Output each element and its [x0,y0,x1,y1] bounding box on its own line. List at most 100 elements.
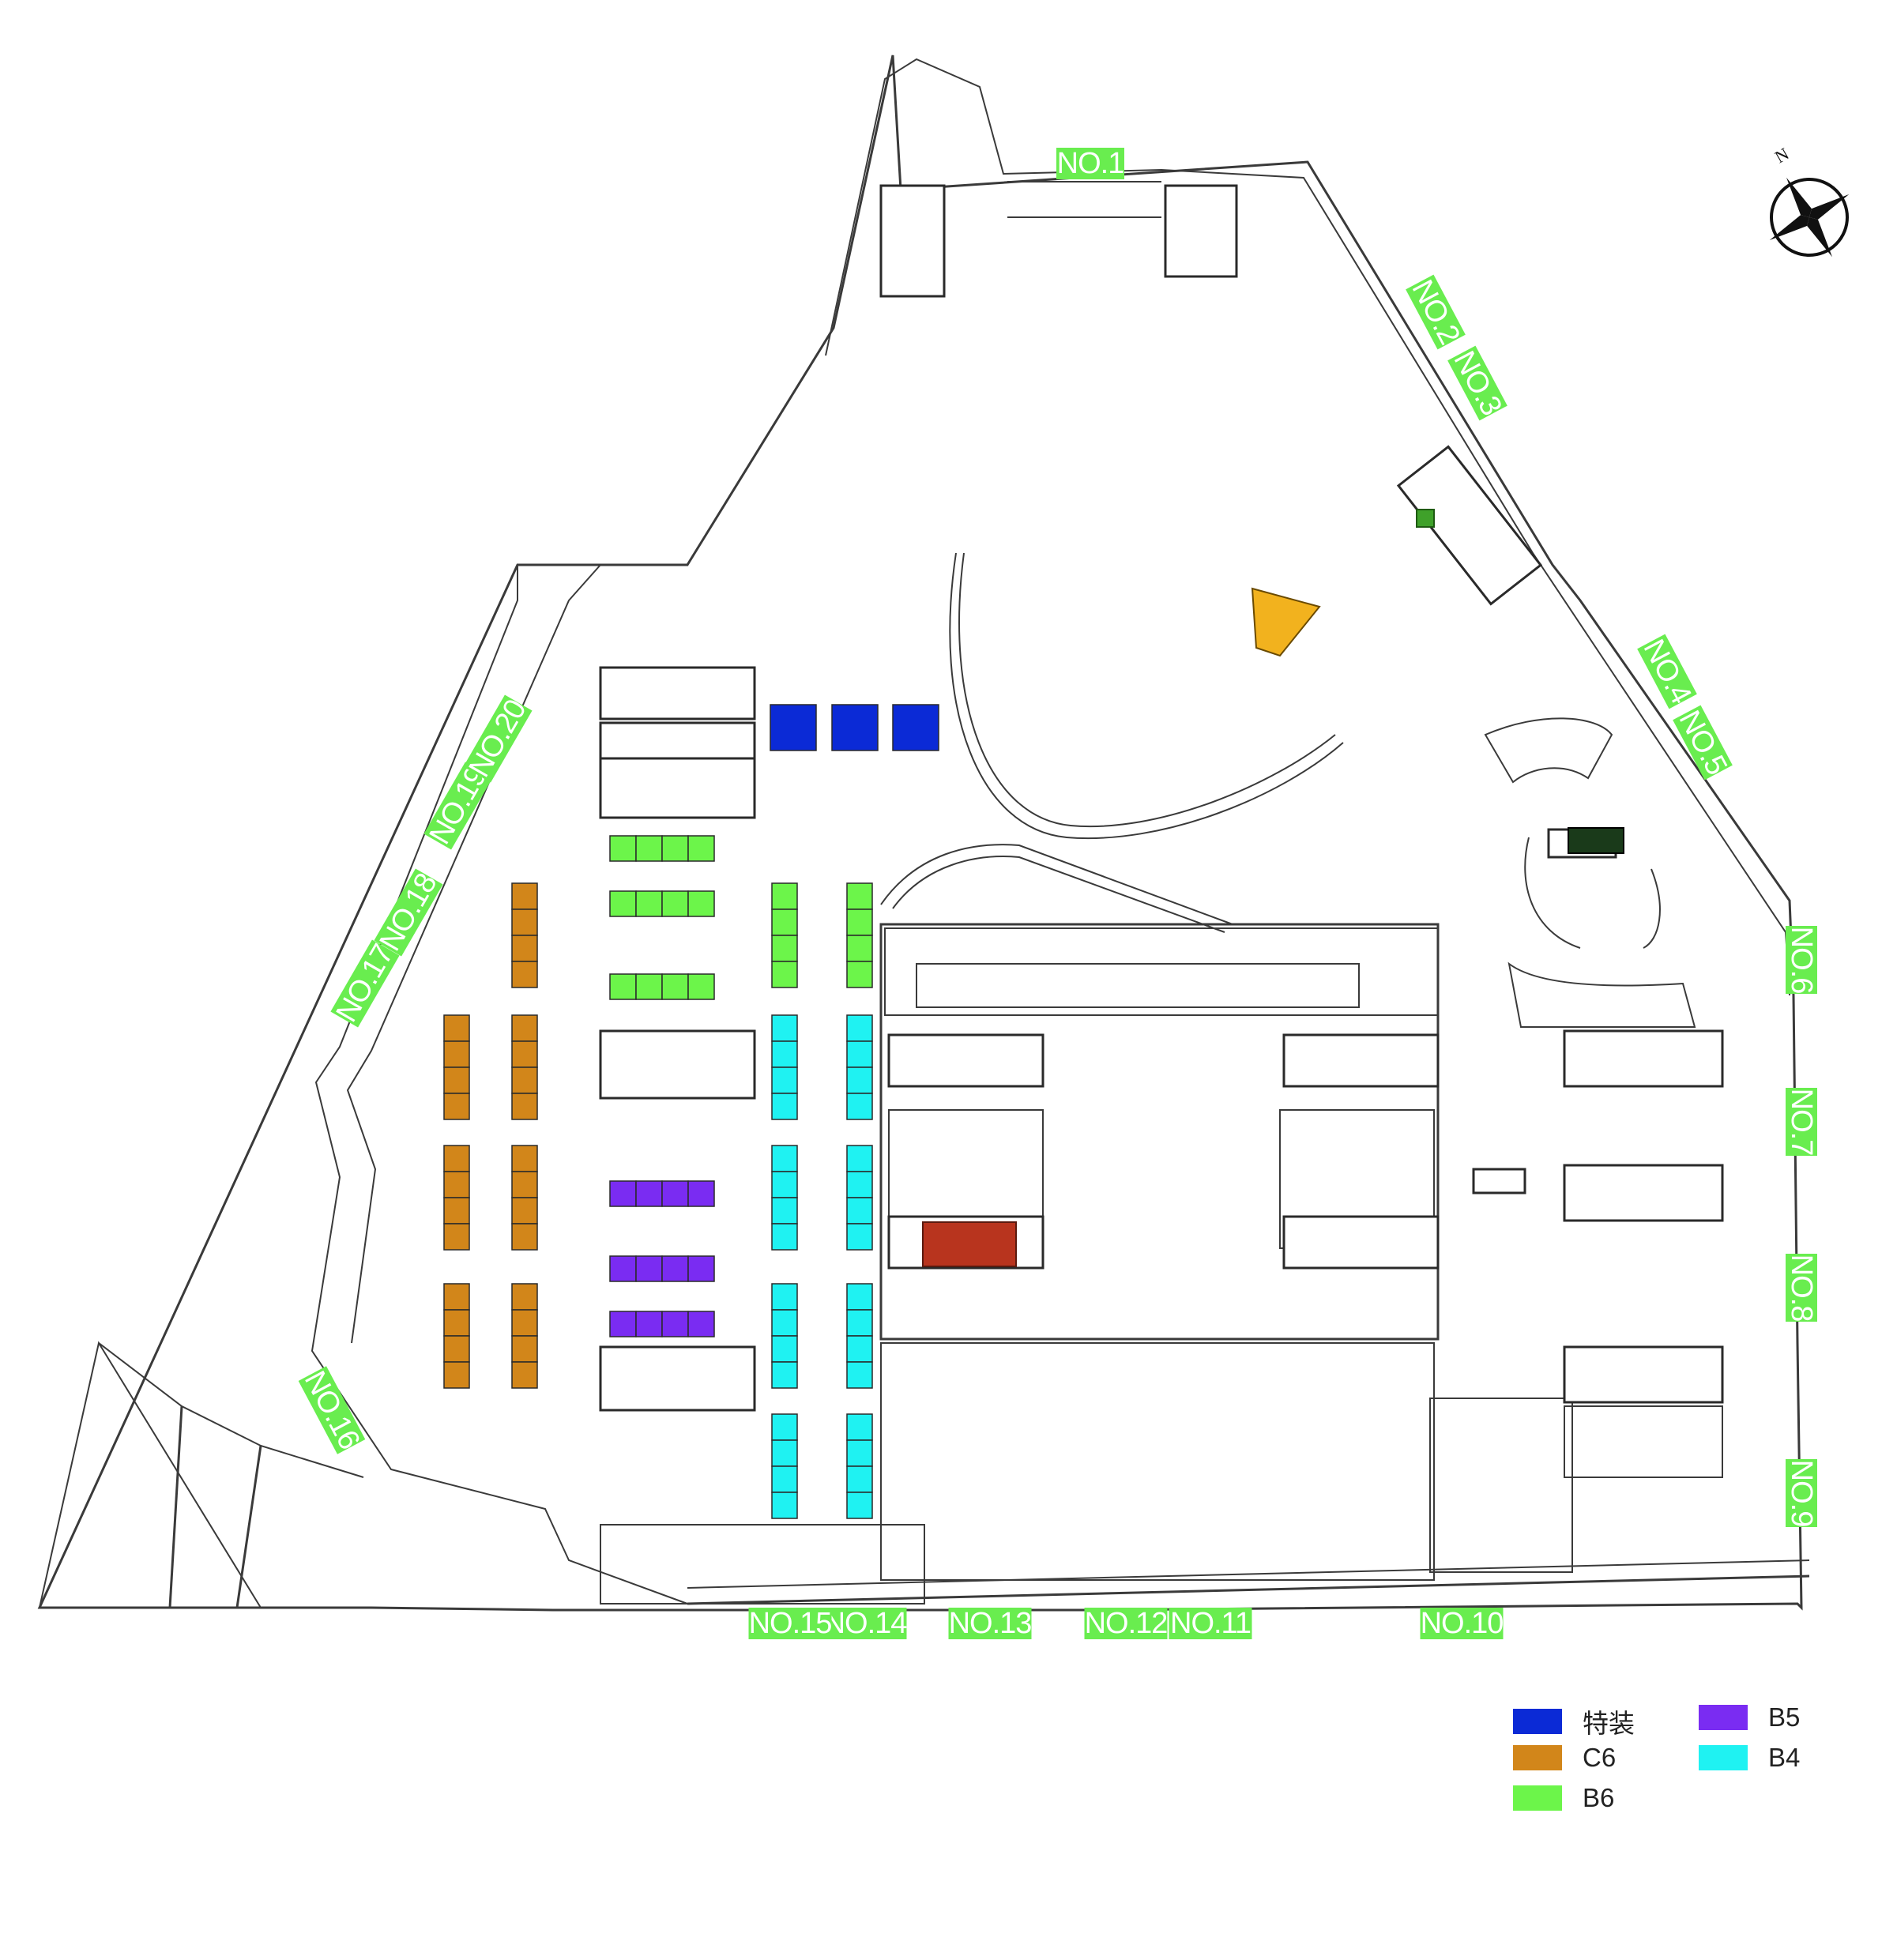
booth-b4-83[interactable] [771,1361,798,1389]
booth-b4-87[interactable] [846,1361,873,1389]
booth-b5-56[interactable] [609,1255,637,1282]
booth-b6-8[interactable] [609,890,637,917]
booth-b6-18[interactable] [771,935,798,962]
booth-b5-60[interactable] [609,1311,637,1337]
booth-b5-59[interactable] [687,1255,715,1282]
booth-b5-57[interactable] [635,1255,663,1282]
booth-b4-74[interactable] [771,1197,798,1225]
booth-c6-50[interactable] [511,1335,538,1363]
booth-c6-39[interactable] [443,1223,470,1251]
booth-c6-32[interactable] [511,1014,538,1042]
booth-b6-16[interactable] [771,882,798,910]
booth-b6-13[interactable] [635,973,663,1000]
booth-b6-12[interactable] [609,973,637,1000]
booth-b4-72[interactable] [771,1145,798,1172]
booth-b4-70[interactable] [846,1067,873,1094]
booth-b6-9[interactable] [635,890,663,917]
booth-c6-48[interactable] [511,1283,538,1311]
booth-b4-84[interactable] [846,1283,873,1311]
booth-b5-61[interactable] [635,1311,663,1337]
booth-b4-75[interactable] [771,1223,798,1251]
booth-c6-35[interactable] [511,1093,538,1120]
booth-b4-82[interactable] [771,1335,798,1363]
booth-b4-79[interactable] [846,1223,873,1251]
booth-c6-33[interactable] [511,1040,538,1068]
booth-b6-23[interactable] [846,961,873,988]
booth-b6-6[interactable] [661,835,689,862]
booth-b4-69[interactable] [846,1040,873,1068]
booth-b6-14[interactable] [661,973,689,1000]
gate-no13: NO.13 [948,1607,1032,1640]
booth-b6-5[interactable] [635,835,663,862]
booth-c6-49[interactable] [511,1309,538,1337]
booth-c6-34[interactable] [511,1067,538,1094]
booth-b6-17[interactable] [771,909,798,936]
booth-c6-38[interactable] [443,1197,470,1225]
booth-b6-22[interactable] [846,935,873,962]
booth-b5-53[interactable] [635,1180,663,1207]
booth-special-3[interactable] [892,704,939,751]
gate-no7: NO.7 [1785,1088,1818,1156]
booth-b4-94[interactable] [846,1465,873,1493]
booth-b4-68[interactable] [846,1014,873,1042]
booth-b6-7[interactable] [687,835,715,862]
booth-b5-54[interactable] [661,1180,689,1207]
booth-c6-31[interactable] [443,1093,470,1120]
booth-b4-71[interactable] [846,1093,873,1120]
booth-b4-77[interactable] [846,1171,873,1198]
booth-b6-4[interactable] [609,835,637,862]
booth-c6-36[interactable] [443,1145,470,1172]
booth-c6-42[interactable] [511,1197,538,1225]
booth-b4-78[interactable] [846,1197,873,1225]
booth-c6-30[interactable] [443,1067,470,1094]
booth-b6-21[interactable] [846,909,873,936]
booth-c6-29[interactable] [443,1040,470,1068]
booth-b6-15[interactable] [687,973,715,1000]
booth-special-1[interactable] [770,704,817,751]
booth-c6-45[interactable] [443,1309,470,1337]
booth-b4-91[interactable] [771,1492,798,1519]
gate-label-no10: NO.10 [1421,1607,1504,1640]
booth-b4-90[interactable] [771,1465,798,1493]
booth-b4-93[interactable] [846,1439,873,1467]
booth-c6-44[interactable] [443,1283,470,1311]
booth-b4-67[interactable] [771,1093,798,1120]
booth-b4-85[interactable] [846,1309,873,1337]
booth-b5-58[interactable] [661,1255,689,1282]
booth-b6-10[interactable] [661,890,689,917]
booth-c6-51[interactable] [511,1361,538,1389]
booth-b4-66[interactable] [771,1067,798,1094]
booth-c6-41[interactable] [511,1171,538,1198]
booth-b4-65[interactable] [771,1040,798,1068]
booth-b4-73[interactable] [771,1171,798,1198]
booth-c6-43[interactable] [511,1223,538,1251]
booth-b4-64[interactable] [771,1014,798,1042]
booth-b6-19[interactable] [771,961,798,988]
booth-c6-46[interactable] [443,1335,470,1363]
booth-c6-26[interactable] [511,935,538,962]
booth-b4-92[interactable] [846,1413,873,1441]
booth-c6-25[interactable] [511,909,538,936]
booth-b5-52[interactable] [609,1180,637,1207]
booth-c6-24[interactable] [511,882,538,910]
booth-b4-86[interactable] [846,1335,873,1363]
booth-b6-20[interactable] [846,882,873,910]
booth-b4-88[interactable] [771,1413,798,1441]
gate-label-bg [1169,1608,1252,1639]
booth-b5-63[interactable] [687,1311,715,1337]
booth-b6-11[interactable] [687,890,715,917]
booth-b4-89[interactable] [771,1439,798,1467]
booth-b4-76[interactable] [846,1145,873,1172]
booth-c6-40[interactable] [511,1145,538,1172]
booth-c6-27[interactable] [511,961,538,988]
booth-special-2[interactable] [831,704,879,751]
booth-c6-28[interactable] [443,1014,470,1042]
booth-b4-80[interactable] [771,1283,798,1311]
booth-b5-62[interactable] [661,1311,689,1337]
booth-c6-37[interactable] [443,1171,470,1198]
gate-no18: NO.18 [374,868,444,957]
booth-c6-47[interactable] [443,1361,470,1389]
booth-b5-55[interactable] [687,1180,715,1207]
booth-b4-81[interactable] [771,1309,798,1337]
booth-b4-95[interactable] [846,1492,873,1519]
